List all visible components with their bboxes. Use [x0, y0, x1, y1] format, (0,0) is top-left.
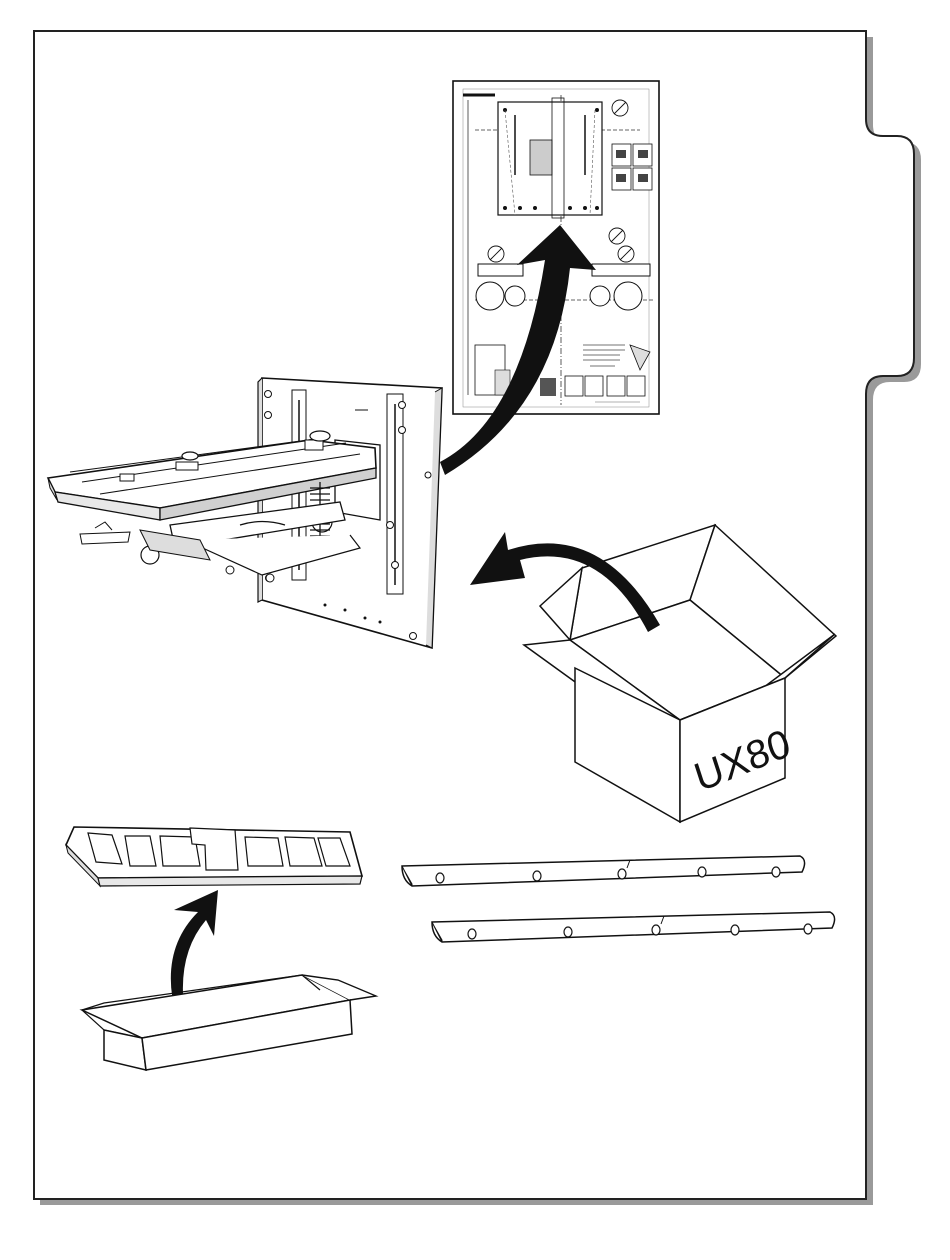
foam-packing-insert [66, 827, 362, 886]
